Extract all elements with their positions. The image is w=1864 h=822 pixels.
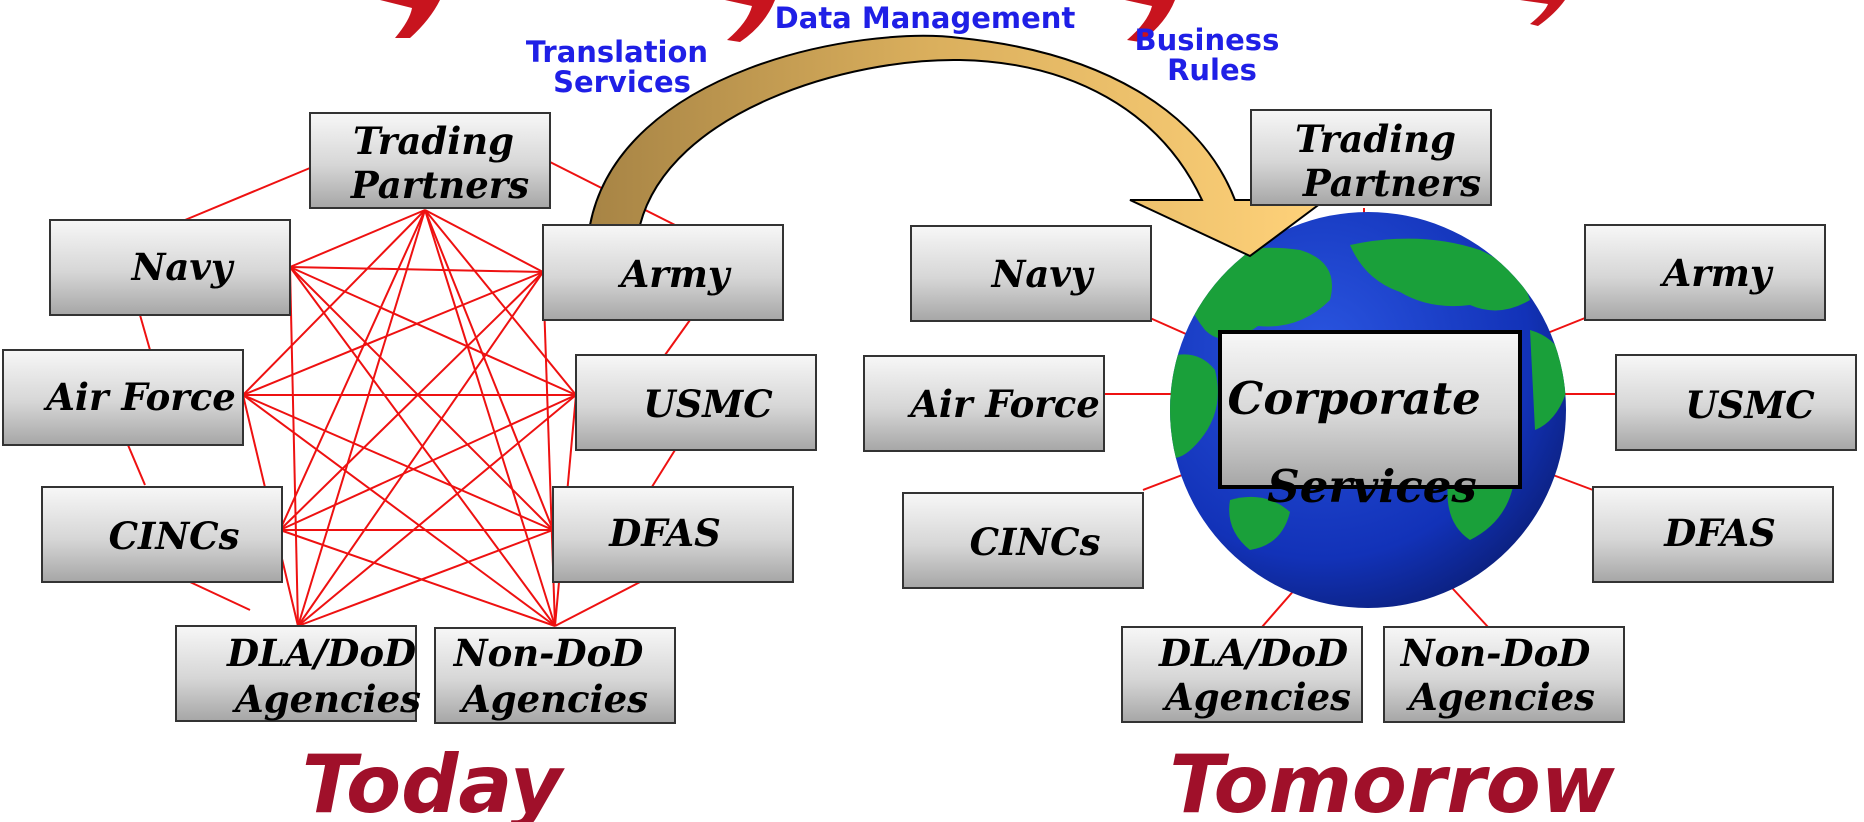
title-fragment — [380, 0, 1565, 42]
svg-text:DLA/DoD Agencies: DLA/DoD Agencies — [1158, 631, 1361, 719]
today-node-non-dod-agencies: Non-DoD Agencies — [434, 627, 676, 724]
svg-text:Trading Partners: Trading Partners — [350, 119, 529, 207]
svg-text:DFAS: DFAS — [608, 511, 721, 555]
today-label: Today — [302, 738, 565, 822]
tomorrow-node-non-dod-agencies: Non-DoD Agencies — [1383, 626, 1625, 723]
svg-text:DFAS: DFAS — [1663, 511, 1776, 555]
tomorrow-node-cincs: CINCs — [902, 492, 1144, 589]
today-node-navy: Navy — [49, 219, 291, 316]
tomorrow-node-air-force: Air Force — [863, 355, 1105, 452]
tomorrow-node-trading-partners: Trading Partners — [1250, 109, 1492, 206]
tomorrow-node-navy: Navy — [910, 225, 1152, 322]
tomorrow-node-usmc: USMC — [1615, 354, 1857, 451]
today-node-air-force: Air Force — [2, 349, 244, 446]
svg-text:USMC: USMC — [1685, 383, 1815, 427]
today-node-army: Army — [542, 224, 784, 321]
svg-text:Trading Partners: Trading Partners — [1295, 117, 1481, 205]
svg-text:Air Force: Air Force — [43, 375, 236, 419]
today-node-dfas: DFAS — [552, 486, 794, 583]
svg-text:Corporate Services: Corporate Services — [1228, 372, 1497, 513]
svg-text:Navy: Navy — [131, 245, 235, 289]
svg-text:Air Force: Air Force — [907, 382, 1100, 426]
today-node-trading-partners: Trading Partners — [309, 112, 551, 209]
tomorrow-node-army: Army — [1584, 224, 1826, 321]
svg-text:Army: Army — [618, 252, 732, 296]
translation-services-label: Translation Services — [526, 35, 718, 99]
tomorrow-label: Tomorrow — [1169, 738, 1615, 822]
today-node-usmc: USMC — [575, 354, 817, 451]
business-rules-label: Business Rules — [1135, 23, 1290, 87]
svg-text:Army: Army — [1660, 251, 1774, 295]
today-point-to-point-links — [127, 161, 691, 627]
svg-text:Navy: Navy — [991, 252, 1095, 296]
svg-text:USMC: USMC — [643, 382, 773, 426]
corporate-services-hub: Corporate Services — [1218, 330, 1522, 513]
tomorrow-node-dfas: DFAS — [1592, 486, 1834, 583]
svg-text:CINCs: CINCs — [970, 520, 1101, 564]
svg-text:Non-DoD Agencies: Non-DoD Agencies — [1400, 631, 1604, 719]
svg-text:CINCs: CINCs — [109, 514, 240, 558]
today-node-cincs: CINCs — [41, 486, 283, 583]
svg-text:Non-DoD Agencies: Non-DoD Agencies — [453, 631, 657, 721]
data-management-label: Data Management — [775, 1, 1076, 35]
svg-text:DLA/DoD Agencies: DLA/DoD Agencies — [226, 631, 429, 721]
today-node-dla-dod-agencies: DLA/DoD Agencies — [175, 625, 429, 722]
tomorrow-node-dla-dod-agencies: DLA/DoD Agencies — [1121, 626, 1363, 723]
